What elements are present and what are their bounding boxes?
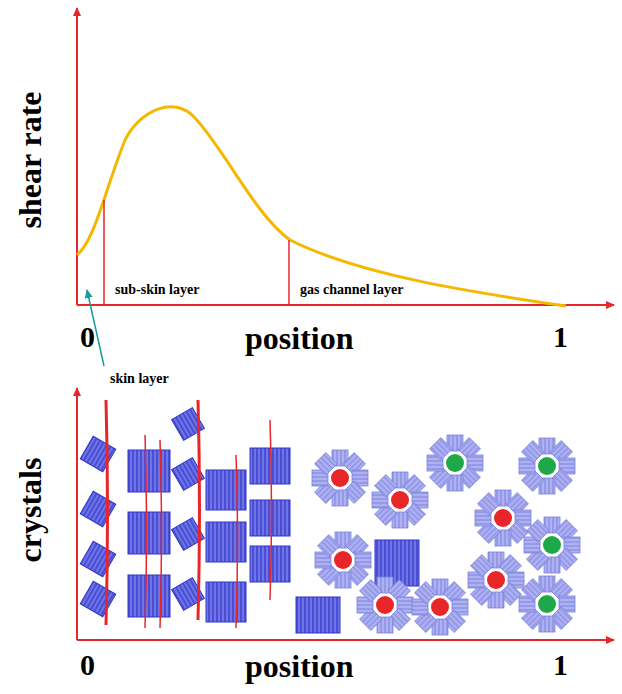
nucleus [446,454,464,472]
nucleus [487,571,505,589]
lamella [80,491,116,527]
shear-curve [77,107,566,306]
axis-title: position [245,322,353,354]
x-axis [77,304,614,306]
lamella [128,575,170,617]
spherulite [468,552,524,608]
lamella [206,522,246,562]
lamella [80,581,116,617]
lamella [250,500,290,536]
nucleus [334,551,352,569]
lamella [80,541,116,577]
tick-label: 0 [80,650,95,680]
region-label: sub-skin layer [115,283,199,297]
x-axis [77,639,614,641]
y-axis [76,8,78,305]
shish-fiber [160,440,162,628]
spherulite [315,532,371,588]
spherulite [519,576,575,632]
spherulite [475,490,531,546]
axis-title: crystals [14,458,46,563]
lamella [296,597,340,633]
lamella [128,450,170,492]
spherulite [357,577,413,633]
spherulite [427,435,483,491]
layer-divider [288,240,290,305]
region-label: gas channel layer [300,283,403,297]
tick-label: 0 [80,322,95,352]
spherulite [519,438,575,494]
crystal-illustration [80,400,580,635]
tick-label: 1 [553,650,568,680]
nucleus [376,596,394,614]
lamella [206,470,246,510]
layer-divider [103,200,105,305]
spherulite [372,472,428,528]
lamella [250,448,290,484]
nucleus [494,509,512,527]
axis-title: position [245,650,353,682]
nucleus [538,595,556,613]
spherulite [524,517,580,573]
nucleus [543,536,561,554]
axis-title: shear rate [14,91,46,228]
tick-label: 1 [553,322,568,352]
shish-fiber [236,455,238,628]
nucleus [538,457,556,475]
spherulite [412,579,468,635]
shish-fiber [145,435,147,628]
y-axis [76,388,78,640]
lamella [128,512,170,554]
lamella [206,582,246,622]
shish-fiber [198,400,200,620]
spherulite [312,450,368,506]
nucleus [331,469,349,487]
shish-fiber [106,400,108,625]
lamella [80,436,116,472]
shish-fiber [270,420,272,600]
nucleus [431,598,449,616]
region-label: skin layer [110,372,169,386]
nucleus [391,491,409,509]
